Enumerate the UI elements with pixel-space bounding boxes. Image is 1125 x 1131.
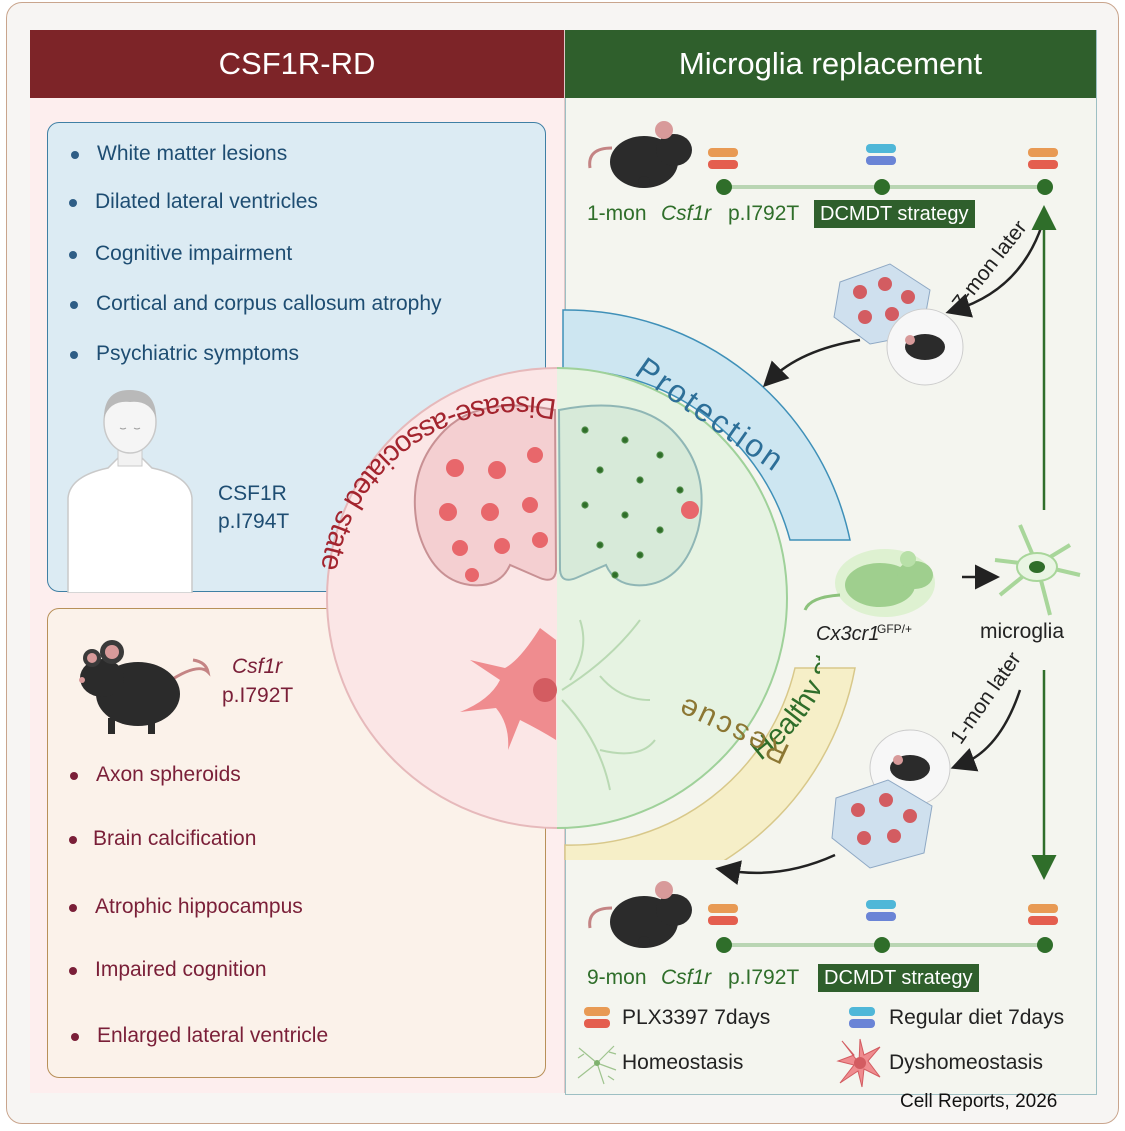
human-gene-label: CSF1R [218,482,287,505]
svg-text:Disease-associated state: Disease-associated state [320,389,558,573]
legend-plx: PLX3397 7days [622,1006,771,1029]
top-cell-transplant-icon [833,263,964,386]
bottom-cell-transplant-icon [831,729,951,869]
left-panel-title: CSF1R-RD [30,30,564,98]
homeostasis-microglia-icon [577,1045,617,1085]
dyshomeostasis-microglia-icon [836,1038,881,1088]
human-symptom: White matter lesions [97,142,288,165]
homeostatic-microglia-large [561,619,656,791]
bullet-icon [69,904,77,912]
microglia-label: microglia [980,620,1065,643]
mouse-phenotype: Enlarged lateral ventricle [97,1024,329,1047]
regular-diet-pill-icon [849,1007,875,1028]
rescue-band [564,667,856,860]
legend-diet: Regular diet 7days [889,1006,1065,1029]
mouse-gene-label: Csf1r [232,655,283,678]
mouse-phenotype: Axon spheroids [96,763,241,786]
dyshomeostatic-microglia-large [460,628,556,750]
right-panel-title: Microglia replacement [565,30,1096,98]
reporter-gene-label: Cx3cr1 [816,623,880,645]
human-symptom: Cortical and corpus callosum atrophy [96,292,442,315]
reporter-mouse-icon [803,549,935,617]
microglia-icon [994,524,1081,616]
healthy-brain [557,404,703,587]
top-timeline [708,144,1058,195]
human-symptom: Dilated lateral ventricles [95,190,318,213]
mouse-variant-label: p.I792T [222,684,294,707]
replacement-arrows [715,205,1057,885]
top-variant-label: p.I792T [728,202,800,225]
arc-labels: Disease-associated state Healthy state [320,389,820,766]
disease-state-label: Disease-associated state [320,389,558,573]
timeline-mouse-bottom-icon [588,881,692,948]
bullet-icon [69,836,77,844]
central-diagram [326,309,856,860]
bottom-strategy-badge: DCMDT strategy [818,964,979,992]
bullet-icon [69,251,77,259]
mouse-phenotype: Impaired cognition [95,958,267,981]
bullet-icon [70,351,78,359]
human-symptom: Cognitive impairment [95,242,293,265]
top-age-label: 1-mon [587,202,647,225]
reporter-superscript: GFP/+ [877,622,913,636]
bottom-variant-label: p.I792T [728,966,800,989]
bottom-age-label: 9-mon [587,966,647,989]
legend-homeostasis: Homeostasis [622,1051,744,1074]
mouse-phenotype: Brain calcification [93,827,257,850]
mouse-phenotype: Atrophic hippocampus [95,895,303,918]
diseased-brain [413,404,558,587]
human-symptom: Psychiatric symptoms [96,342,300,365]
protection-band [562,309,851,541]
bullet-icon [71,1033,79,1041]
bottom-timeline [708,900,1058,953]
mouse-icon [79,640,211,734]
human-figure-icon [67,390,193,593]
source-credit: Cell Reports, 2026 [900,1091,1058,1112]
human-variant-label: p.I794T [218,510,290,533]
bullet-icon [71,151,79,159]
bullet-icon [69,967,77,975]
bottom-gene-label: Csf1r [661,966,712,989]
bullet-icon [70,772,78,780]
bullet-icon [70,301,78,309]
legend-dyshomeostasis: Dyshomeostasis [889,1051,1044,1074]
timeline-mouse-top-icon [588,121,692,188]
plx3397-pill-icon [584,1007,610,1028]
top-strategy-badge: DCMDT strategy [814,200,975,228]
top-gene-label: Csf1r [661,202,712,225]
bullet-icon [69,199,77,207]
